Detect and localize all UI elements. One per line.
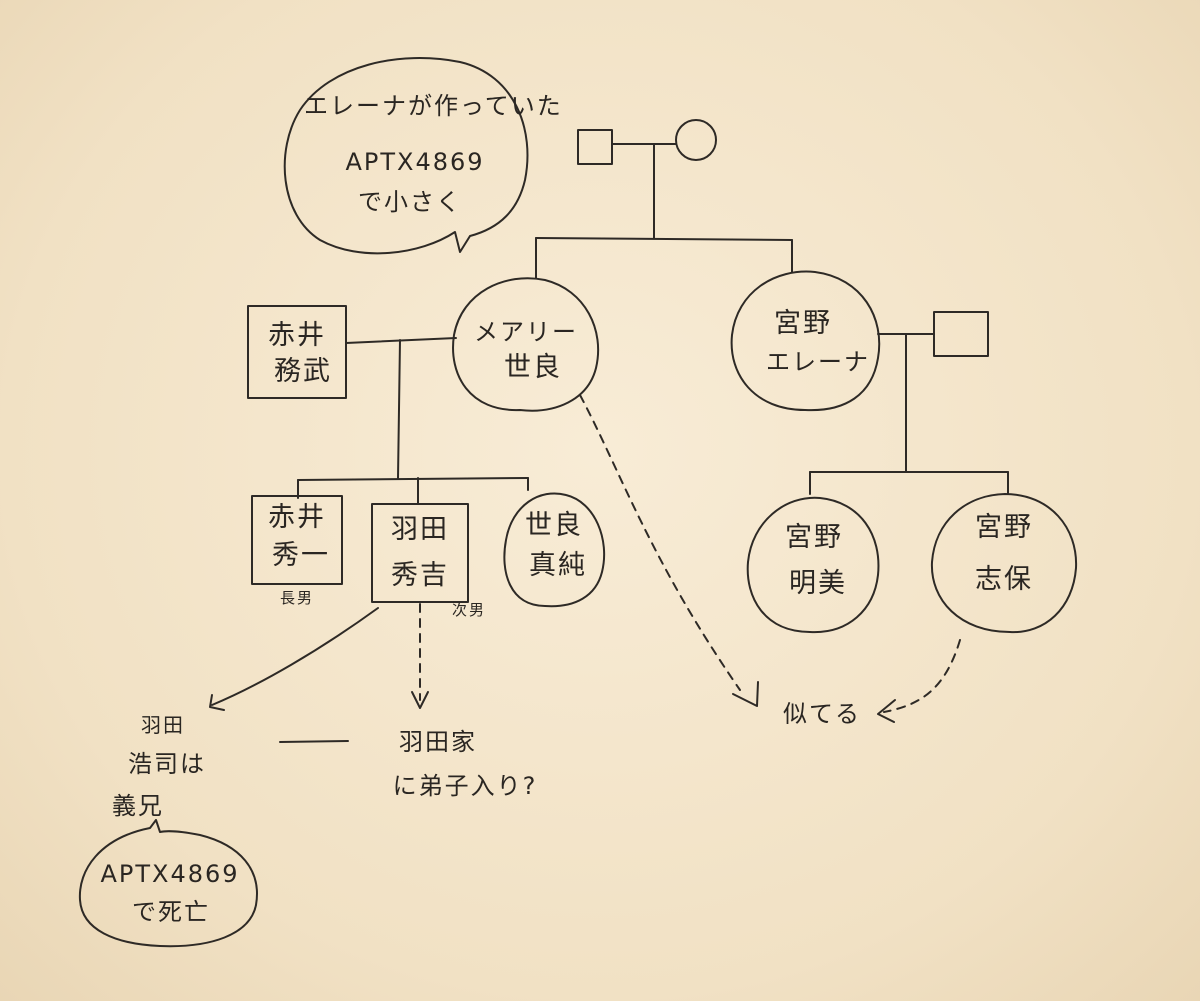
akemi-line1: 宮野 bbox=[785, 522, 843, 553]
speech-bubble-bottom bbox=[78, 819, 258, 948]
speech-top-line1: エレーナが作っていた bbox=[304, 92, 563, 120]
apprentice-line1: 羽田家 bbox=[399, 728, 477, 756]
shiho-line2: 志保 bbox=[975, 564, 1033, 595]
akai-shuichi-square bbox=[251, 495, 343, 585]
speech-bottom-line1: APTX4869 bbox=[100, 860, 240, 888]
grandmother-circle bbox=[675, 119, 717, 161]
speech-top-line3: で小さく bbox=[358, 188, 462, 216]
miyano-elena-circle bbox=[730, 270, 881, 412]
elena-line1: 宮野 bbox=[774, 308, 832, 339]
shuichi-line2: 秀一 bbox=[272, 540, 330, 571]
shukichi-line2: 秀吉 bbox=[391, 560, 449, 591]
mary-line1: メアリー bbox=[474, 318, 578, 346]
grandfather-square bbox=[577, 129, 613, 165]
masumi-line1: 世良 bbox=[525, 510, 583, 541]
koji-line1: 羽田 bbox=[141, 713, 185, 737]
shuichi-tag: 長男 bbox=[279, 589, 314, 607]
haneda-shukichi-square bbox=[371, 503, 469, 603]
elena-line2: エレーナ bbox=[766, 348, 870, 376]
shiho-line1: 宮野 bbox=[975, 512, 1033, 543]
resemble-note: 似てる bbox=[783, 700, 861, 728]
speech-top-line2: APTX4869 bbox=[345, 148, 485, 176]
apprentice-line2: に弟子入り? bbox=[392, 772, 538, 800]
shukichi-line1: 羽田 bbox=[391, 514, 449, 545]
shukichi-tag: 次男 bbox=[451, 601, 486, 619]
elena-husband-square bbox=[933, 311, 989, 357]
koji-line3: 義兄 bbox=[112, 792, 164, 820]
akai-tsutomu-name: 務武 bbox=[274, 356, 332, 387]
miyano-akemi-circle bbox=[746, 496, 880, 634]
akai-tsutomu-square bbox=[247, 305, 347, 399]
speech-bubble-top bbox=[283, 57, 529, 255]
shuichi-line1: 赤井 bbox=[268, 502, 326, 533]
koji-line2: 浩司は bbox=[128, 750, 206, 778]
masumi-line2: 真純 bbox=[529, 550, 587, 581]
akemi-line2: 明美 bbox=[789, 568, 847, 599]
mary-circle bbox=[452, 277, 600, 412]
mary-line2: 世良 bbox=[504, 352, 562, 383]
sera-masumi-circle bbox=[503, 492, 606, 608]
miyano-shiho-circle bbox=[930, 493, 1078, 634]
akai-tsutomu-family: 赤井 bbox=[268, 320, 326, 351]
speech-bottom-line2: で死亡 bbox=[132, 898, 210, 926]
